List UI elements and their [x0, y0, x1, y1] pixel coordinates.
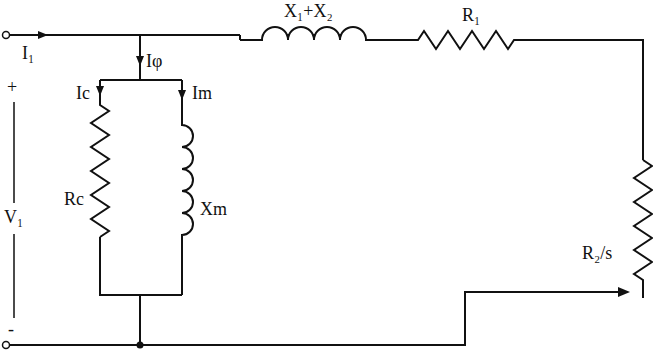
- terminal: [3, 342, 10, 349]
- component-label: Rc: [64, 190, 84, 210]
- current-label: Iφ: [146, 52, 162, 72]
- current-label: Ic: [76, 84, 90, 104]
- arrowhead: [618, 287, 630, 297]
- current-label: I₁: [22, 44, 34, 64]
- component-label: Xm: [200, 200, 227, 220]
- resistor-symbol: [91, 80, 109, 237]
- polarity-sign: +: [7, 78, 17, 98]
- current-arrow: [96, 86, 104, 96]
- component-label: X₁+X₂: [284, 2, 333, 22]
- inductor-symbol: [182, 80, 193, 295]
- junction-dot: [137, 342, 144, 349]
- current-label: Im: [192, 84, 212, 104]
- resistor-symbol: [398, 31, 643, 160]
- voltage-label: V₁: [4, 208, 23, 228]
- inductor-symbol: [240, 27, 398, 40]
- current-arrow: [136, 56, 144, 66]
- bottom-wire: [9, 292, 620, 345]
- current-arrow: [178, 90, 186, 100]
- resistor-symbol: [634, 160, 652, 298]
- current-arrow: [38, 31, 48, 39]
- terminal: [3, 32, 10, 39]
- polarity-sign: -: [8, 320, 14, 340]
- component-label: R₂/s: [582, 244, 612, 264]
- shunt-wire: [100, 35, 182, 345]
- component-label: R₁: [462, 6, 480, 26]
